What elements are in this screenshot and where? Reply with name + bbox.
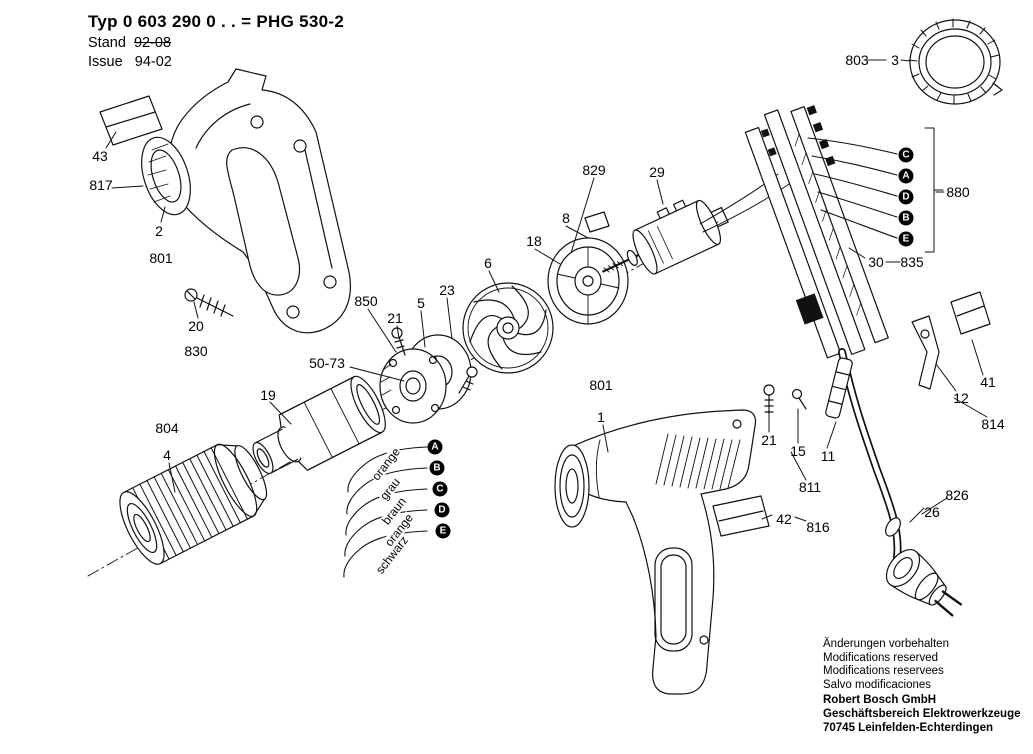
part-label-30: 30 <box>868 254 884 270</box>
part-label-835: 835 <box>900 254 924 270</box>
company-name: Robert Bosch GmbH <box>823 694 937 707</box>
footer-note-de: Änderungen vorbehalten <box>823 638 949 650</box>
part-label-18: 18 <box>526 233 542 249</box>
wire-letter-a-left: A <box>427 439 443 455</box>
part-label-50-73: 50-73 <box>309 355 345 371</box>
part-label-830: 830 <box>184 343 208 359</box>
part-label-850: 850 <box>354 293 378 309</box>
part-label-21-a: 21 <box>387 310 403 326</box>
screw-21-cable <box>763 384 775 415</box>
switch-slider-parts <box>911 291 991 390</box>
part-label-816: 816 <box>806 519 830 535</box>
board-wires <box>807 137 898 239</box>
part-label-29: 29 <box>649 164 665 180</box>
part-label-803: 803 <box>845 52 869 68</box>
footer-note-es: Salvo modificaciones <box>823 678 932 691</box>
part-label-42: 42 <box>776 511 792 527</box>
wire-letter-a-right: A <box>898 168 914 184</box>
part-label-11: 11 <box>820 448 836 464</box>
fan-flange-discs <box>379 327 478 424</box>
part-label-8: 8 <box>562 210 570 226</box>
wire-letter-c-left: C <box>432 481 448 497</box>
heater-board-assembly <box>744 105 889 359</box>
part-label-15: 15 <box>790 443 806 459</box>
part-label-3: 3 <box>891 52 899 68</box>
leader-lines <box>105 59 988 523</box>
bracket-880 <box>924 127 944 253</box>
stand-value: 92-08 <box>133 35 172 51</box>
legal-footer: Änderungen vorbehalten Modifications res… <box>823 638 1021 735</box>
footer-note-en: Modifications reserved <box>823 651 939 664</box>
part-label-6: 6 <box>484 255 492 271</box>
part-label-12: 12 <box>953 390 969 406</box>
wire-letter-e-left: E <box>435 523 451 539</box>
motor <box>602 199 729 275</box>
part-label-826: 826 <box>945 487 969 503</box>
nozzle-barrel <box>119 443 268 565</box>
wire-letter-e-right: E <box>898 231 914 247</box>
part-label-43: 43 <box>92 148 108 164</box>
fan-impeller <box>462 282 554 374</box>
fan-cover-disc <box>547 237 629 325</box>
part-label-26: 26 <box>924 504 940 520</box>
mains-plug <box>885 549 963 617</box>
wire-letter-c-right: C <box>898 147 914 163</box>
retaining-ring <box>908 18 1003 105</box>
screw-20 <box>184 288 234 317</box>
gun-housing <box>554 409 757 695</box>
wire-letter-d-left: D <box>434 502 450 518</box>
footer-note-fr: Modifications reservees <box>823 665 944 678</box>
part-label-41: 41 <box>980 374 996 390</box>
label-plate-42 <box>712 495 770 537</box>
part-label-817: 817 <box>89 177 113 193</box>
company-division: Geschäftsbereich Elektrowerkzeuge <box>823 707 1021 720</box>
company-address: 70745 Leinfelden-Echterdingen <box>823 721 993 734</box>
clip-15 <box>791 388 807 410</box>
part-label-21-b: 21 <box>761 432 777 448</box>
wire-letter-b-left: B <box>429 460 445 476</box>
part-label-804: 804 <box>155 420 179 436</box>
type-title: Typ 0 603 290 0 . . = PHG 530-2 <box>88 12 345 31</box>
part-label-801-a: 801 <box>149 250 173 266</box>
part-label-20: 20 <box>188 318 204 334</box>
part-label-801-b: 801 <box>589 377 613 393</box>
part-label-23: 23 <box>439 282 455 298</box>
part-label-814: 814 <box>981 416 1005 432</box>
issue-value: 94-02 <box>134 54 172 70</box>
brush-block <box>584 211 610 233</box>
title-block: Typ 0 603 290 0 . . = PHG 530-2 Stand 92… <box>88 12 344 70</box>
cable-grommet <box>885 517 901 537</box>
part-label-880: 880 <box>946 184 970 200</box>
part-label-1: 1 <box>597 409 605 425</box>
issue-label: Issue <box>88 54 123 70</box>
label-plate-43 <box>99 95 163 146</box>
air-guide-tube <box>252 375 386 475</box>
part-label-811: 811 <box>798 479 822 495</box>
wire-letter-d-right: D <box>898 189 914 205</box>
stand-label: Stand <box>88 35 126 51</box>
stand-line: Stand 92-08 <box>88 35 344 51</box>
strain-relief-sleeve <box>825 357 853 419</box>
handle-housing-shell <box>141 68 351 334</box>
part-label-5: 5 <box>417 295 425 311</box>
part-label-19: 19 <box>260 387 276 403</box>
part-label-2: 2 <box>155 223 163 239</box>
issue-line: Issue 94-02 <box>88 54 344 70</box>
part-label-4: 4 <box>163 447 171 463</box>
part-label-829: 829 <box>582 162 606 178</box>
wire-letter-b-right: B <box>898 210 914 226</box>
